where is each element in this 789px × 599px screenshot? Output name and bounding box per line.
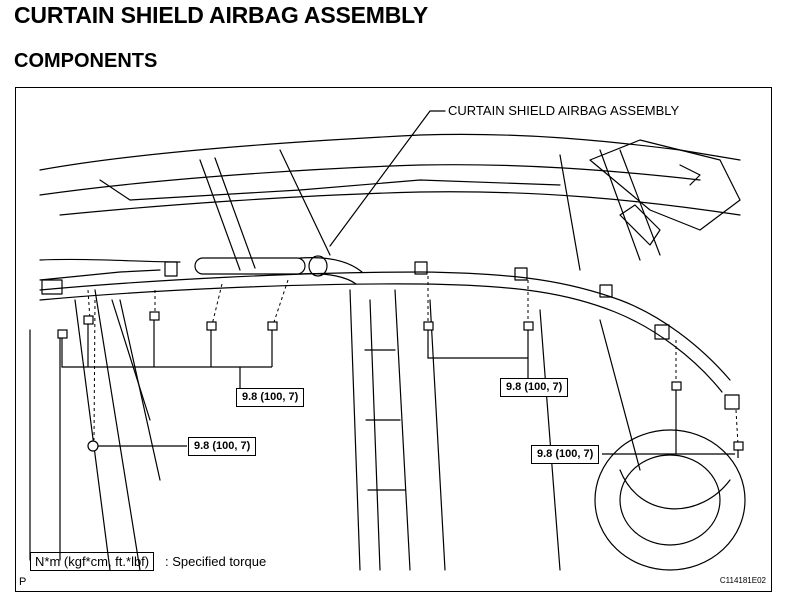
torque-label: 9.8 (100, 7) (531, 445, 600, 464)
diagram-frame (15, 87, 772, 592)
torque-label: 9.8 (100, 7) (188, 437, 257, 456)
bolt (733, 441, 744, 458)
bolt (87, 440, 99, 452)
torque-unit-description: : Specified torque (165, 554, 267, 569)
page-title: CURTAIN SHIELD AIRBAG ASSEMBLY (14, 2, 428, 28)
torque-label: 9.8 (100, 7) (236, 388, 305, 407)
torque-unit-box: N*m (kgf*cm, ft.*lbf) (30, 552, 155, 571)
a-pillar (94, 289, 141, 571)
callout-leader (329, 110, 446, 247)
bolt (523, 321, 534, 342)
airbag-rail (39, 271, 731, 381)
torque-label: 9.8 (100, 7) (500, 378, 569, 397)
roof-outline (39, 133, 741, 171)
bolt (83, 315, 94, 336)
b-pillar (349, 289, 361, 571)
bolt (423, 321, 434, 342)
airbag-callout-label: CURTAIN SHIELD AIRBAG ASSEMBLY (448, 103, 680, 118)
bolt (206, 321, 217, 342)
bolt (267, 321, 278, 342)
steering-wheel (594, 429, 746, 571)
figure-code: C114181E02 (719, 576, 766, 585)
corner-letter: P (19, 576, 27, 588)
section-subtitle: COMPONENTS (14, 50, 158, 72)
bolt (671, 381, 682, 402)
bolt (149, 311, 160, 332)
inflator (194, 257, 306, 275)
bolt (57, 329, 68, 350)
